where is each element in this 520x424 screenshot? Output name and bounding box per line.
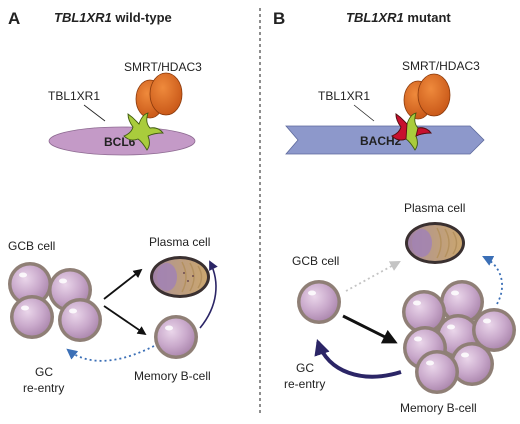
panel-a-smrt-label: SMRT/HDAC3 <box>124 60 202 74</box>
panel-b-tbl1xr1-leader <box>353 104 375 122</box>
panel-a-title: TBL1XR1 wild-type <box>54 10 172 25</box>
panel-a-memory-label: Memory B-cell <box>134 369 211 383</box>
panel-a: A TBL1XR1 wild-type SMRT/HDAC3 TBL1XR1 B… <box>8 9 218 395</box>
panel-b-letter: B <box>273 9 285 28</box>
panel-b-reentry-line2: re-entry <box>284 377 325 391</box>
panel-a-tbl1xr1-leader <box>83 104 106 122</box>
panel-b-tbl1xr1-label: TBL1XR1 <box>318 89 370 103</box>
panel-b-reentry-line1: GC <box>296 361 314 375</box>
panel-b-tbl1xr1-mutant-protein <box>391 112 432 151</box>
panel-a-reentry-line1: GC <box>35 365 53 379</box>
panel-a-condition: wild-type <box>112 10 172 25</box>
panel-a-bcl6-ellipse <box>48 126 196 156</box>
panel-b-bach2-label: BACH2 <box>360 134 402 148</box>
panel-b-gcb-label: GCB cell <box>292 254 339 268</box>
panel-b-arrow-memory-to-plasma <box>482 256 503 305</box>
panel-a-arrow-memory-to-plasma <box>199 260 218 329</box>
panel-a-gcb-label: GCB cell <box>8 239 55 253</box>
panel-b-smrt-label: SMRT/HDAC3 <box>402 59 480 73</box>
panel-a-letter: A <box>8 9 20 28</box>
panel-a-plasma-cell <box>150 256 210 298</box>
panel-b: B TBL1XR1 mutant SMRT/HDAC3 TBL1XR1 BACH… <box>273 9 516 415</box>
panel-b-smrt-hdac3-complex <box>403 73 451 120</box>
panel-b-arrow-gcb-to-memory <box>342 314 398 344</box>
panel-a-arrow-gcb-to-memory <box>103 305 147 336</box>
panel-b-gcb-cell <box>297 280 341 324</box>
panel-b-arrow-gcb-to-plasma <box>345 260 401 292</box>
panel-a-tbl1xr1-label: TBL1XR1 <box>48 89 100 103</box>
panel-b-condition: mutant <box>404 10 452 25</box>
panel-a-gcb-cluster <box>8 262 102 342</box>
panel-b-bach2-shape <box>285 125 485 155</box>
panel-b-arrow-gc-reentry <box>314 338 402 379</box>
panel-b-title: TBL1XR1 mutant <box>346 10 451 25</box>
panel-a-smrt-hdac3-complex <box>135 72 183 119</box>
panel-b-plasma-label: Plasma cell <box>404 201 465 215</box>
panel-b-memory-label: Memory B-cell <box>400 401 477 415</box>
panel-b-plasma-cell <box>405 222 465 264</box>
panel-a-arrow-gcb-to-plasma <box>103 268 143 300</box>
panel-a-memory-cell <box>154 315 198 359</box>
panel-a-arrow-gc-reentry <box>66 345 155 362</box>
panel-a-reentry-line2: re-entry <box>23 381 64 395</box>
panel-a-gene: TBL1XR1 <box>54 10 112 25</box>
panel-a-tbl1xr1-protein <box>123 112 164 151</box>
panel-b-gene: TBL1XR1 <box>346 10 404 25</box>
panel-b-memory-cluster <box>402 280 516 394</box>
panel-a-plasma-label: Plasma cell <box>149 235 210 249</box>
